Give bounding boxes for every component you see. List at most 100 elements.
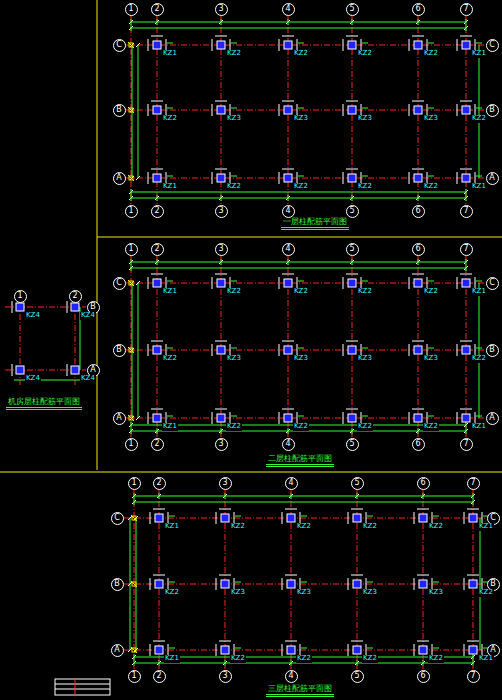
column-section — [348, 106, 356, 114]
axis-number: 2 — [72, 292, 77, 300]
leader-line — [231, 281, 237, 282]
section-mark — [150, 512, 151, 524]
dimension-tick — [129, 20, 133, 24]
axis-bubble: 5 — [351, 670, 364, 683]
dimension-tick — [471, 500, 475, 504]
axis-number: 5 — [349, 207, 354, 215]
extension-line — [357, 493, 358, 499]
dimension-tick — [155, 20, 159, 24]
axis-number: 1 — [131, 479, 136, 487]
section-mark — [153, 575, 165, 576]
column-tag: KZ2 — [230, 655, 246, 663]
dimension-tick — [128, 648, 132, 652]
leader-line — [298, 43, 304, 44]
dimension-tick — [129, 260, 133, 264]
column-tag: KZ1 — [471, 183, 487, 191]
axis-number: 2 — [156, 479, 161, 487]
axis-bubble: 7 — [467, 477, 480, 490]
section-mark — [409, 104, 410, 116]
section-mark — [351, 509, 363, 510]
axis-bubble: 6 — [417, 477, 430, 490]
axis-bubble: B — [113, 104, 126, 117]
wall-mark — [131, 581, 137, 587]
dimension-tick — [471, 655, 475, 659]
column-tag: KZ3 — [357, 115, 373, 123]
axis-bubble: 5 — [346, 3, 359, 16]
axis-number: B — [490, 580, 496, 588]
section-mark — [464, 512, 465, 524]
column-tag: KZ1 — [162, 183, 178, 191]
section-mark — [467, 641, 479, 642]
dimension-line — [138, 45, 139, 178]
extension-line — [466, 428, 467, 434]
column-tag: KZ3 — [230, 589, 246, 597]
section-mark — [285, 641, 297, 642]
extension-line — [134, 654, 135, 660]
leader-line — [167, 108, 173, 109]
column-section — [348, 41, 356, 49]
extension-line — [291, 493, 292, 499]
section-mark — [457, 172, 458, 184]
column-section — [71, 303, 79, 311]
wall-mark — [128, 415, 134, 421]
column-section — [353, 646, 361, 654]
axis-number: 7 — [470, 479, 475, 487]
wall-mark — [132, 582, 136, 586]
extension-line — [221, 19, 222, 25]
extension-line — [131, 428, 132, 434]
section-mark — [412, 169, 424, 170]
leader-line — [167, 176, 173, 177]
column-section — [348, 174, 356, 182]
axis-bubble: A — [111, 644, 124, 657]
section-mark — [417, 509, 429, 510]
axis-number: 6 — [415, 207, 420, 215]
section-mark — [215, 101, 227, 102]
column-tag: KZ1 — [471, 288, 487, 296]
dimension-line — [131, 268, 466, 269]
column-section — [287, 514, 295, 522]
section-mark — [12, 301, 13, 313]
section-mark — [282, 644, 283, 656]
extension-line — [159, 493, 160, 499]
axis-number: B — [90, 303, 96, 311]
section-mark — [148, 277, 149, 289]
section-mark — [282, 169, 294, 170]
column-tag: KZ2 — [362, 523, 378, 531]
dimension-line — [134, 502, 473, 503]
leader-line — [476, 43, 482, 44]
wall-mark — [132, 648, 136, 652]
column-tag: KZ2 — [428, 523, 444, 531]
section-mark — [216, 644, 217, 656]
plan-title: 三层柱配筋平面图 — [266, 685, 334, 697]
axis-number: A — [116, 414, 121, 422]
leader-line — [169, 582, 175, 583]
axis-number: B — [489, 106, 495, 114]
column-section — [153, 279, 161, 287]
extension-line — [131, 265, 132, 271]
section-mark — [282, 409, 294, 410]
dimension-tick — [132, 494, 136, 498]
axis-line — [126, 178, 485, 179]
section-mark — [417, 575, 429, 576]
leader-line — [476, 108, 482, 109]
dimension-tick — [129, 196, 133, 200]
plan-title: 二层柱配筋平面图 — [266, 455, 334, 467]
extension-line — [159, 660, 160, 666]
column-section — [348, 279, 356, 287]
column-tag: KZ4 — [25, 375, 41, 383]
wall-mark — [129, 416, 133, 420]
section-mark — [153, 509, 165, 510]
column-tag: KZ2 — [423, 288, 439, 296]
axis-bubble: 3 — [219, 670, 232, 683]
extension-line — [466, 259, 467, 265]
axis-bubble: A — [113, 412, 126, 425]
axis-bubble: 2 — [153, 670, 166, 683]
section-mark — [457, 344, 458, 356]
dimension-tick — [355, 494, 359, 498]
dimension-tick — [219, 196, 223, 200]
column-section — [414, 279, 422, 287]
dimension-tick — [471, 661, 475, 665]
extension-line — [423, 660, 424, 666]
axis-number: 7 — [463, 440, 468, 448]
